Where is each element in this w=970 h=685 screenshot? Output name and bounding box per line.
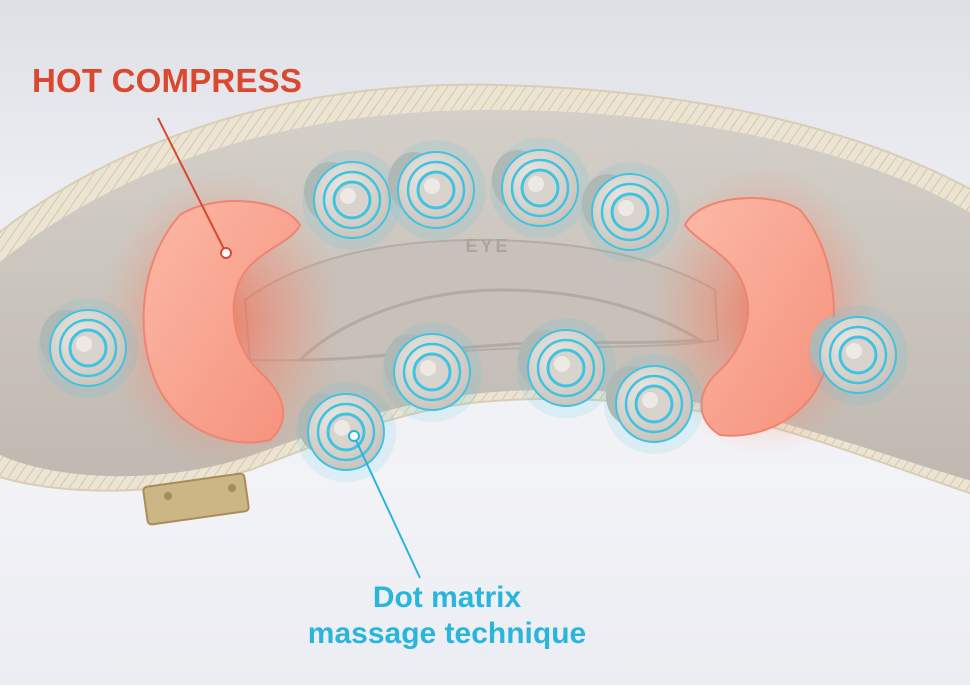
massage-roller	[382, 322, 482, 422]
massage-roller	[302, 150, 402, 250]
massage-roller	[808, 305, 908, 405]
massage-roller	[38, 298, 138, 398]
dot-matrix-dot	[348, 430, 360, 442]
dot-matrix-line-2: massage technique	[307, 617, 587, 650]
embossed-eye-text: EYE	[465, 236, 510, 256]
hot-compress-leader	[157, 117, 227, 254]
dot-matrix-line-1: Dot matrix	[372, 581, 522, 614]
gold-clip	[142, 472, 250, 526]
hot-compress-pad-left	[142, 200, 302, 444]
hot-compress-dot	[220, 247, 232, 259]
massage-roller	[580, 162, 680, 262]
massage-roller	[490, 138, 590, 238]
massage-roller	[386, 140, 486, 240]
hot-compress-label: HOT COMPRESS	[32, 62, 303, 99]
massage-roller	[604, 354, 704, 454]
dot-matrix-label: Dot matrix massage technique	[272, 580, 622, 652]
massage-roller	[296, 382, 396, 482]
massage-roller	[516, 318, 616, 418]
dot-matrix-leader	[353, 435, 421, 579]
